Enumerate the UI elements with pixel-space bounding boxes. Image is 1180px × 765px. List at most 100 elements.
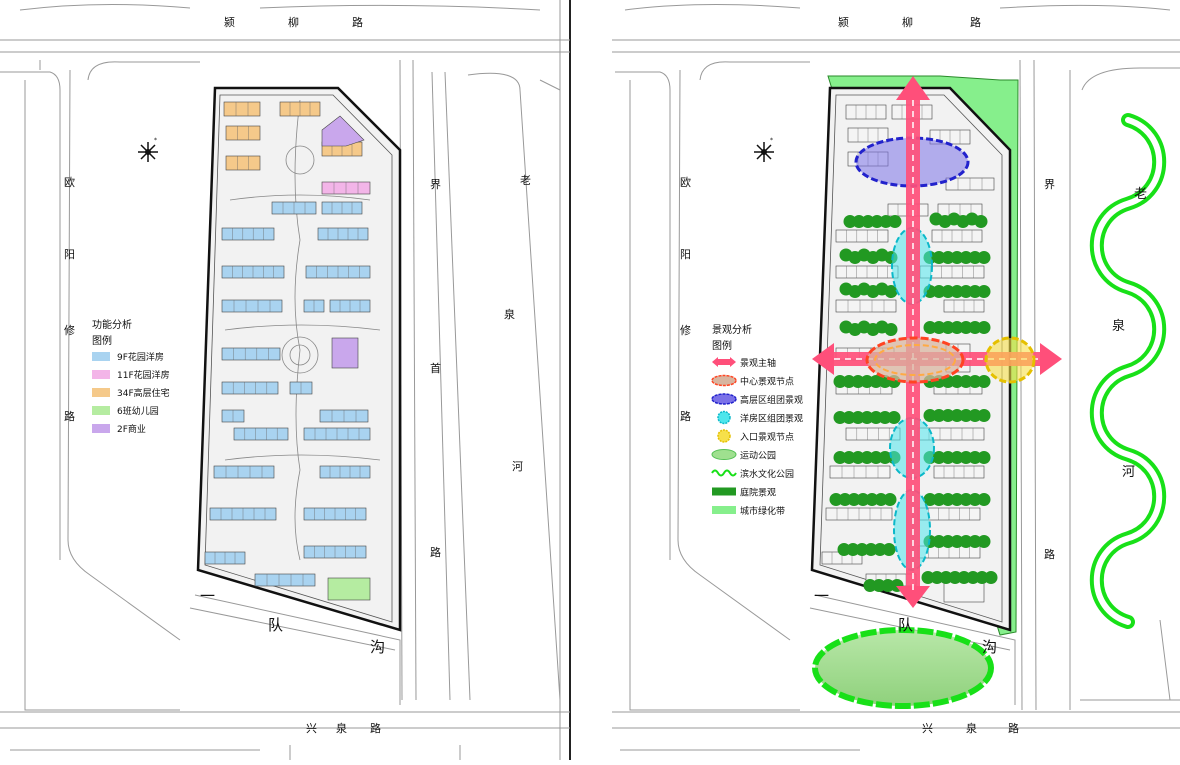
courtyard-tree-band [923,493,991,506]
villa-9f-building [319,465,371,479]
road-label-top-3: 路 [352,16,363,29]
courtyard-tree-band [929,212,988,228]
road-label-left-3: 修 [64,323,75,337]
road-label-bottom-2-right: 泉 [966,721,977,735]
road-label-top-3-right: 路 [970,16,981,29]
canal-label-1: 一 [200,587,215,605]
central-node-ring [874,344,956,376]
villa-9f-building [303,507,367,521]
landscape-legend-item-label: 庭院景观 [740,487,776,499]
svg-text:*: * [154,137,157,144]
residential-building [835,229,889,243]
courtyard-tree-band [833,375,901,388]
road-label-right-3-right: 路 [1044,548,1055,561]
residential-building [825,507,893,521]
road-label-left-2-right: 阳 [680,248,691,261]
river-label-3-right: 河 [1122,465,1135,480]
villa-9f-building [254,573,316,587]
road-label-right-1-right: 界 [1044,178,1055,191]
landscape-legend-item-label: 城市绿化带 [740,505,785,517]
residential-building [847,127,889,143]
highrise-34f-building [225,125,261,141]
legend-swatch [92,352,110,361]
legend-swatch [92,424,110,433]
courtyard-tree-band [839,282,898,298]
internal-roads [224,99,381,561]
residential-building [845,427,901,441]
villa-9f-building [221,299,283,313]
landscape-legend-item-label: 入口景观节点 [740,432,794,443]
legend-item-label: 6班幼儿园 [117,405,159,417]
residential-building [829,465,891,479]
landscape-legend-item-label: 景观主轴 [740,357,776,369]
waterfront-park-inner [1093,117,1163,625]
landscape-legend: 景观分析 图例 景观主轴中心景观节点高层区组团景观洋房区组团景观入口景观节点运动… [711,323,803,517]
river-label-3: 河 [512,460,523,473]
residential-building [943,299,985,313]
sports-park-icon [711,449,737,460]
villa-9f-building [321,201,363,215]
river-label-1-right: 老 [1134,187,1147,202]
road-label-bottom-2: 泉 [336,721,347,735]
residential-building [845,104,887,120]
commercial-2f-building [331,337,359,369]
legend-item-label: 2F商业 [117,423,146,435]
compass-icon: * [138,137,158,162]
residential-building [931,229,983,243]
svg-text:*: * [770,137,773,144]
road-label-left-4: 路 [64,410,75,423]
road-network [0,0,570,760]
villa-9f-building [204,551,246,565]
residential-building [933,465,985,479]
canal-label-3: 沟 [370,638,385,656]
courtyard-tree-band [923,535,991,548]
legend-item-label: 11F花园洋房 [117,369,170,381]
legend-item-label: 34F高层住宅 [117,387,170,399]
courtyard-tree-band [843,215,902,228]
road-label-right-3: 路 [430,546,441,559]
sports-park [812,627,994,709]
courtyard-tree-band [921,571,998,584]
waterfront-park-icon [711,469,737,477]
road-label-top-2: 柳 [288,15,299,29]
highrise-34f-building [225,155,261,171]
canal-label-3-right: 沟 [982,638,997,656]
landscape-legend-item-label: 高层区组团景观 [740,394,803,406]
villa-9f-building [303,545,367,559]
right-panel: * 颍 柳 路 欧 阳 修 路 界 路 老 泉 河 一 队 沟 兴 泉 路 景观… [612,3,1180,751]
entrance-landscape-node [984,336,1036,384]
legend-swatch [92,370,110,379]
landscape-legend-item-label: 洋房区组团景观 [740,413,803,425]
villa-9f-building [213,465,275,479]
courtyard-tree-band [923,409,991,422]
courtyard-tree-band [833,411,901,424]
villa-9f-building [221,347,281,361]
courtyard-icon [712,487,736,496]
courtyard-tree-band [839,320,898,336]
villa-9f-building [317,227,369,241]
road-label-left-2: 阳 [64,248,75,261]
road-label-bottom-3: 路 [370,722,381,735]
residential-building [835,265,899,279]
courtyard-tree-band [837,543,896,556]
landscape-legend-item-label: 运动公园 [740,451,776,462]
entrance-node-icon [717,429,731,443]
road-label-left-1-right: 欧 [680,176,691,189]
landscape-legend-subtitle: 图例 [712,339,732,352]
road-label-top-2-right: 柳 [902,15,913,29]
road-label-bottom-1-right: 兴 [922,722,933,735]
axis-arrow-icon [712,357,736,367]
villa-9f-building [271,201,317,215]
villa-9f-building [209,507,277,521]
villa-9f-building [305,265,371,279]
residential-building [919,265,985,279]
villa-cluster-icon [717,410,731,425]
villa-9f-building [289,381,313,395]
site-inner-line [204,94,393,623]
highrise-34f-building [223,101,261,117]
courtyard-tree-band [863,579,904,592]
kindergarten-building [327,577,371,601]
